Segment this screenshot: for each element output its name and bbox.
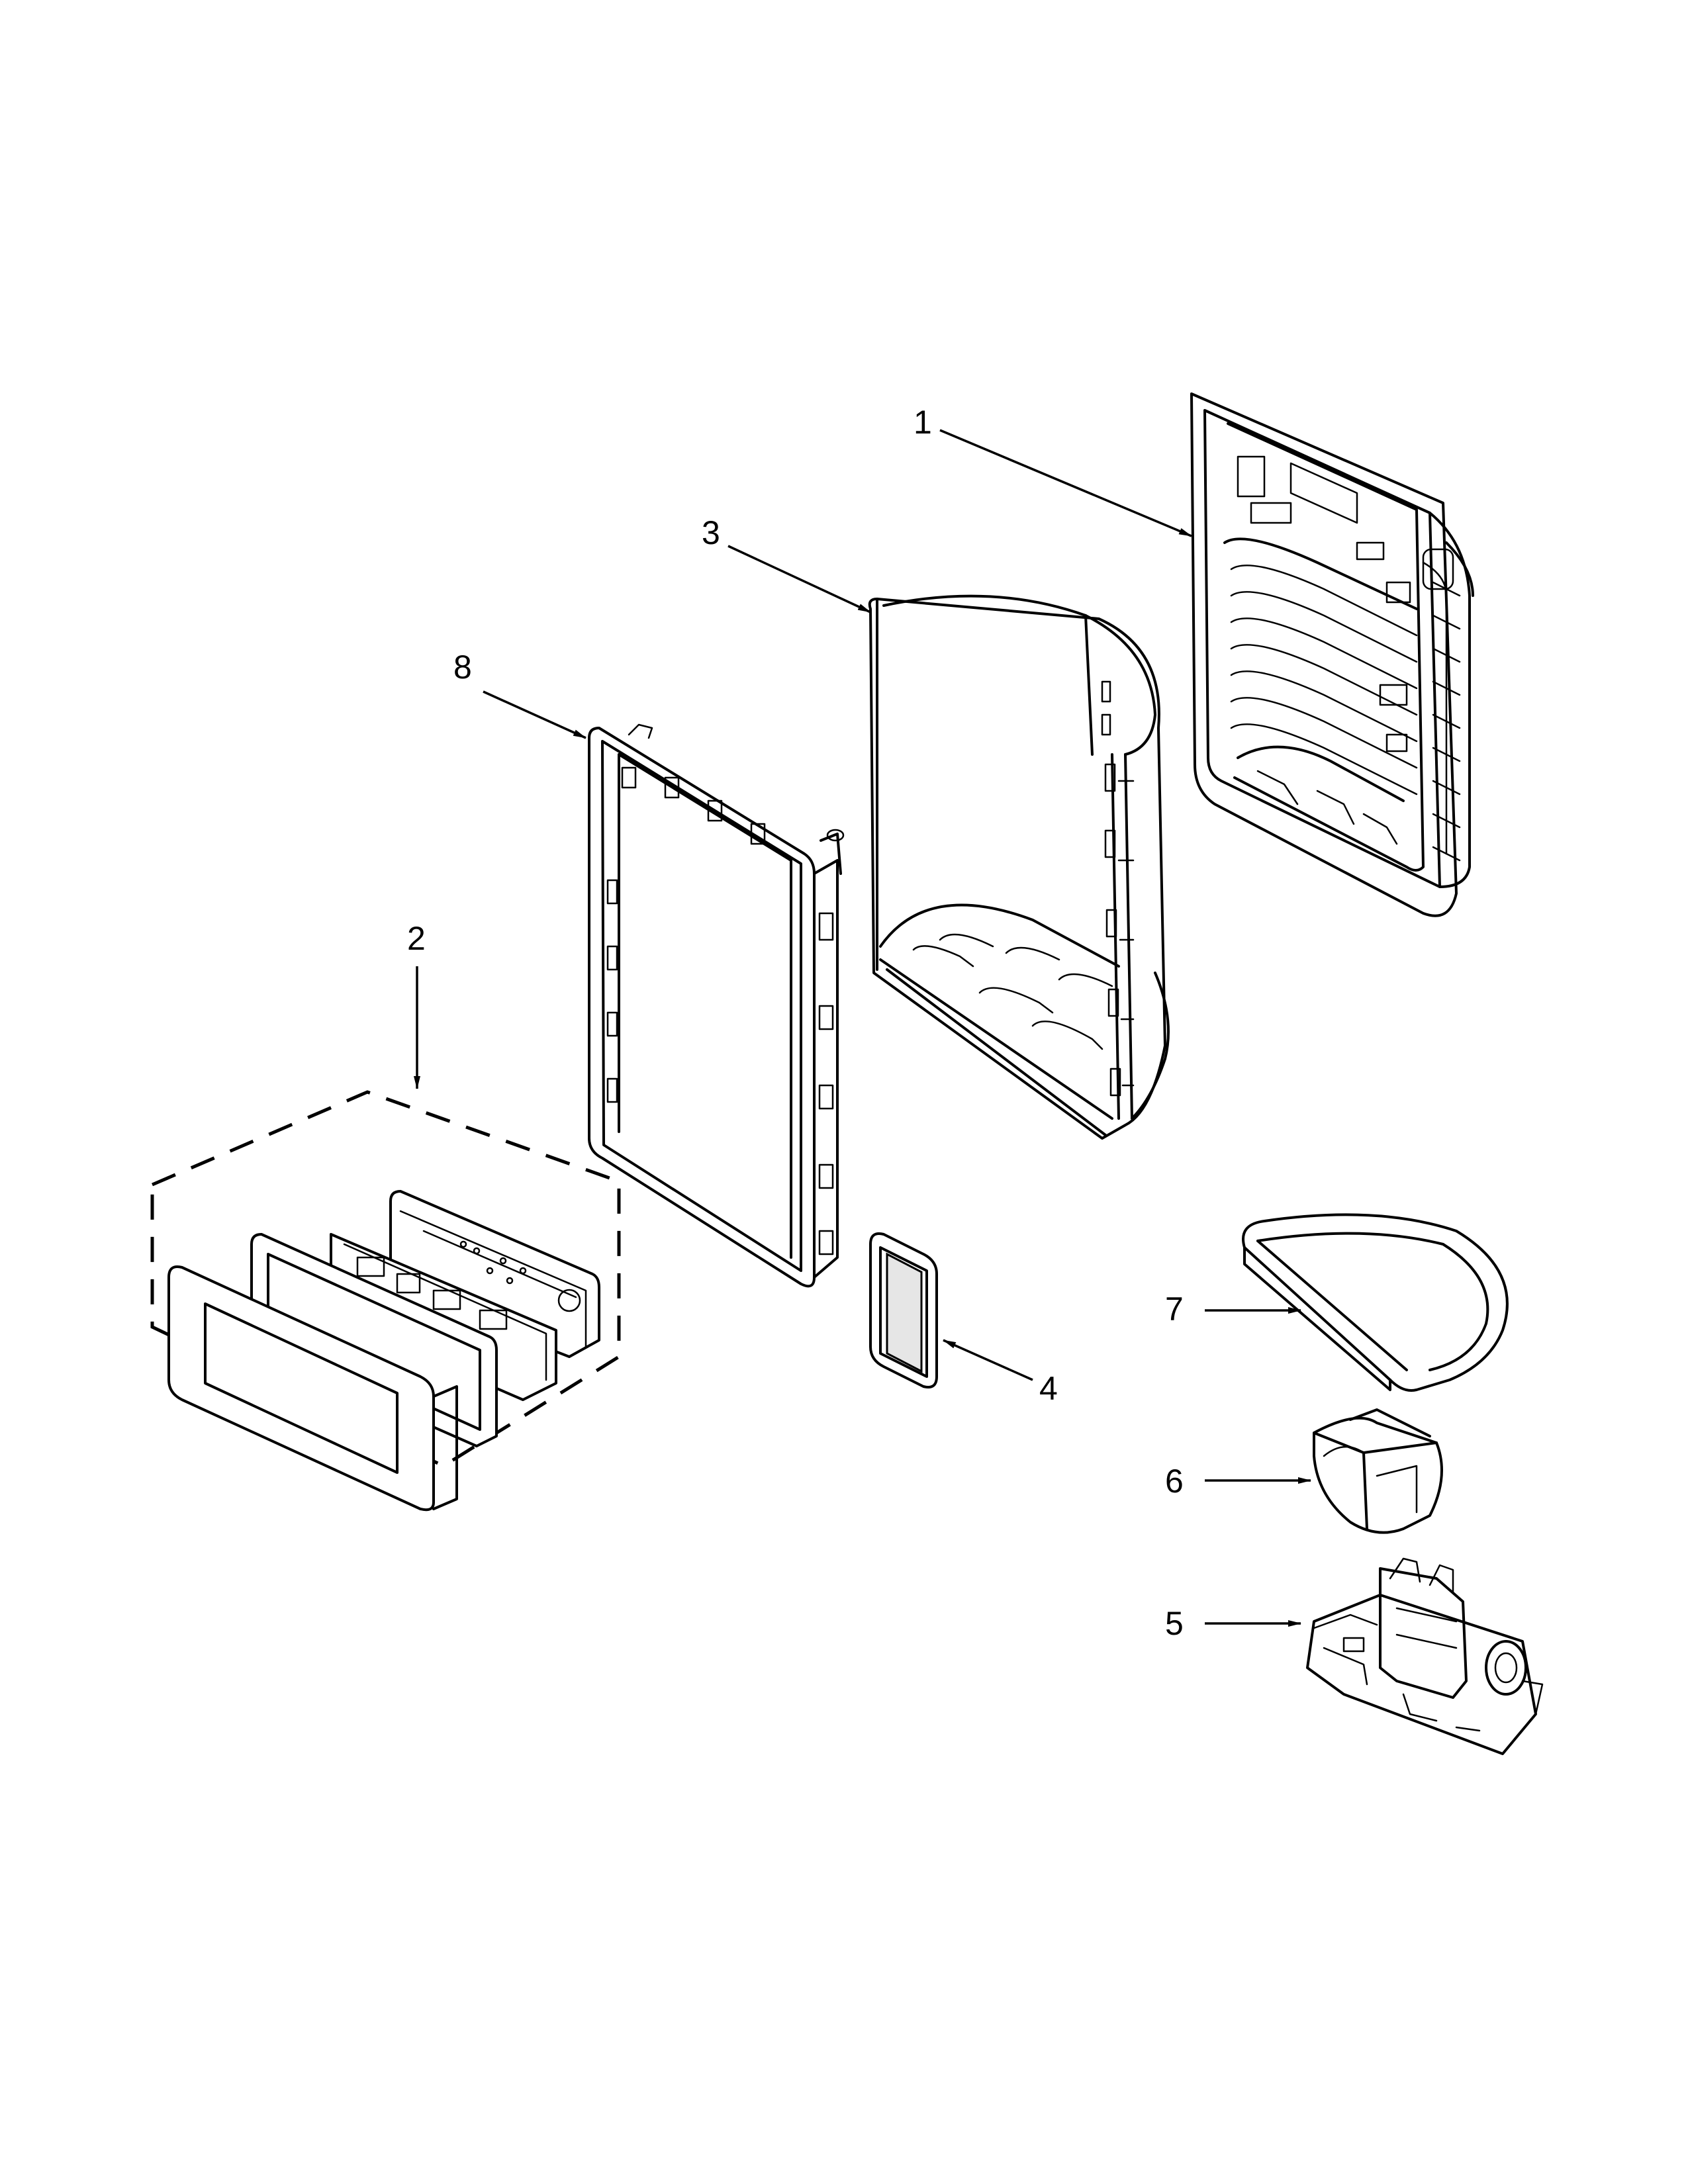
callout-2: 2 <box>407 920 426 1089</box>
callout-label-7: 7 <box>1165 1291 1184 1328</box>
housing-icon <box>1190 392 1474 917</box>
callout-label-8: 8 <box>453 649 472 686</box>
callout-3: 3 <box>702 514 871 614</box>
callout-5: 5 <box>1165 1605 1301 1642</box>
callout-label-4: 4 <box>1039 1370 1058 1407</box>
chute-icon <box>868 594 1170 1140</box>
callout-label-6: 6 <box>1165 1463 1184 1500</box>
control-panel-assembly-icon <box>150 1090 621 1512</box>
callout-4: 4 <box>943 1339 1058 1407</box>
callout-1: 1 <box>914 404 1192 537</box>
callout-label-2: 2 <box>407 920 426 957</box>
callout-8: 8 <box>453 649 586 739</box>
drip-tray-icon <box>1242 1213 1509 1392</box>
callout-label-3: 3 <box>702 514 720 551</box>
callout-label-5: 5 <box>1165 1605 1184 1642</box>
lever-assembly-icon <box>1306 1557 1544 1755</box>
callout-7: 7 <box>1165 1291 1301 1328</box>
callout-label-1: 1 <box>914 404 932 441</box>
pad-icon <box>869 1232 938 1388</box>
frame-icon <box>588 723 845 1288</box>
callout-6: 6 <box>1165 1463 1311 1500</box>
funnel-icon <box>1313 1408 1443 1534</box>
